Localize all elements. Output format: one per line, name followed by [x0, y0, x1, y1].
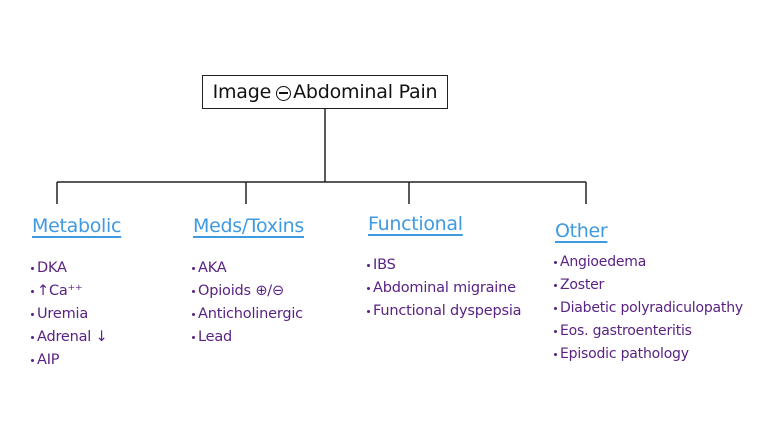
list-item: Abdominal migraine	[367, 277, 521, 300]
heading-functional: Functional	[368, 213, 463, 235]
list-item: Anticholinergic	[192, 303, 303, 326]
list-metabolic: DKA ↑Ca⁺⁺ Uremia Adrenal ↓ AIP	[31, 257, 108, 372]
list-item: Adrenal ↓	[31, 326, 108, 349]
list-item: Zoster	[554, 274, 743, 297]
list-meds-toxins: AKA Opioids ⊕/⊖ Anticholinergic Lead	[192, 257, 303, 349]
title-box: Image Abdominal Pain	[202, 75, 448, 109]
list-item: AIP	[31, 349, 108, 372]
list-other: Angioedema Zoster Diabetic polyradiculop…	[554, 251, 743, 366]
title-suffix: Abdominal Pain	[293, 81, 438, 103]
heading-metabolic: Metabolic	[32, 215, 122, 237]
list-item: Uremia	[31, 303, 108, 326]
list-item: Eos. gastroenteritis	[554, 320, 743, 343]
list-item: Angioedema	[554, 251, 743, 274]
list-item: IBS	[367, 254, 521, 277]
heading-meds-toxins: Meds/Toxins	[193, 215, 305, 237]
list-item: Episodic pathology	[554, 343, 743, 366]
heading-other: Other	[555, 220, 608, 242]
list-functional: IBS Abdominal migraine Functional dyspep…	[367, 254, 522, 323]
list-item: ↑Ca⁺⁺	[31, 280, 108, 303]
title-prefix: Image	[212, 81, 272, 103]
list-item: Functional dyspepsia	[367, 300, 522, 323]
list-item: Diabetic polyradiculopathy	[554, 297, 743, 320]
list-item: Lead	[192, 326, 303, 349]
list-item: AKA	[192, 257, 303, 280]
negative-sign-icon	[276, 85, 292, 101]
list-item: DKA	[31, 257, 108, 280]
list-item: Opioids ⊕/⊖	[192, 280, 303, 303]
